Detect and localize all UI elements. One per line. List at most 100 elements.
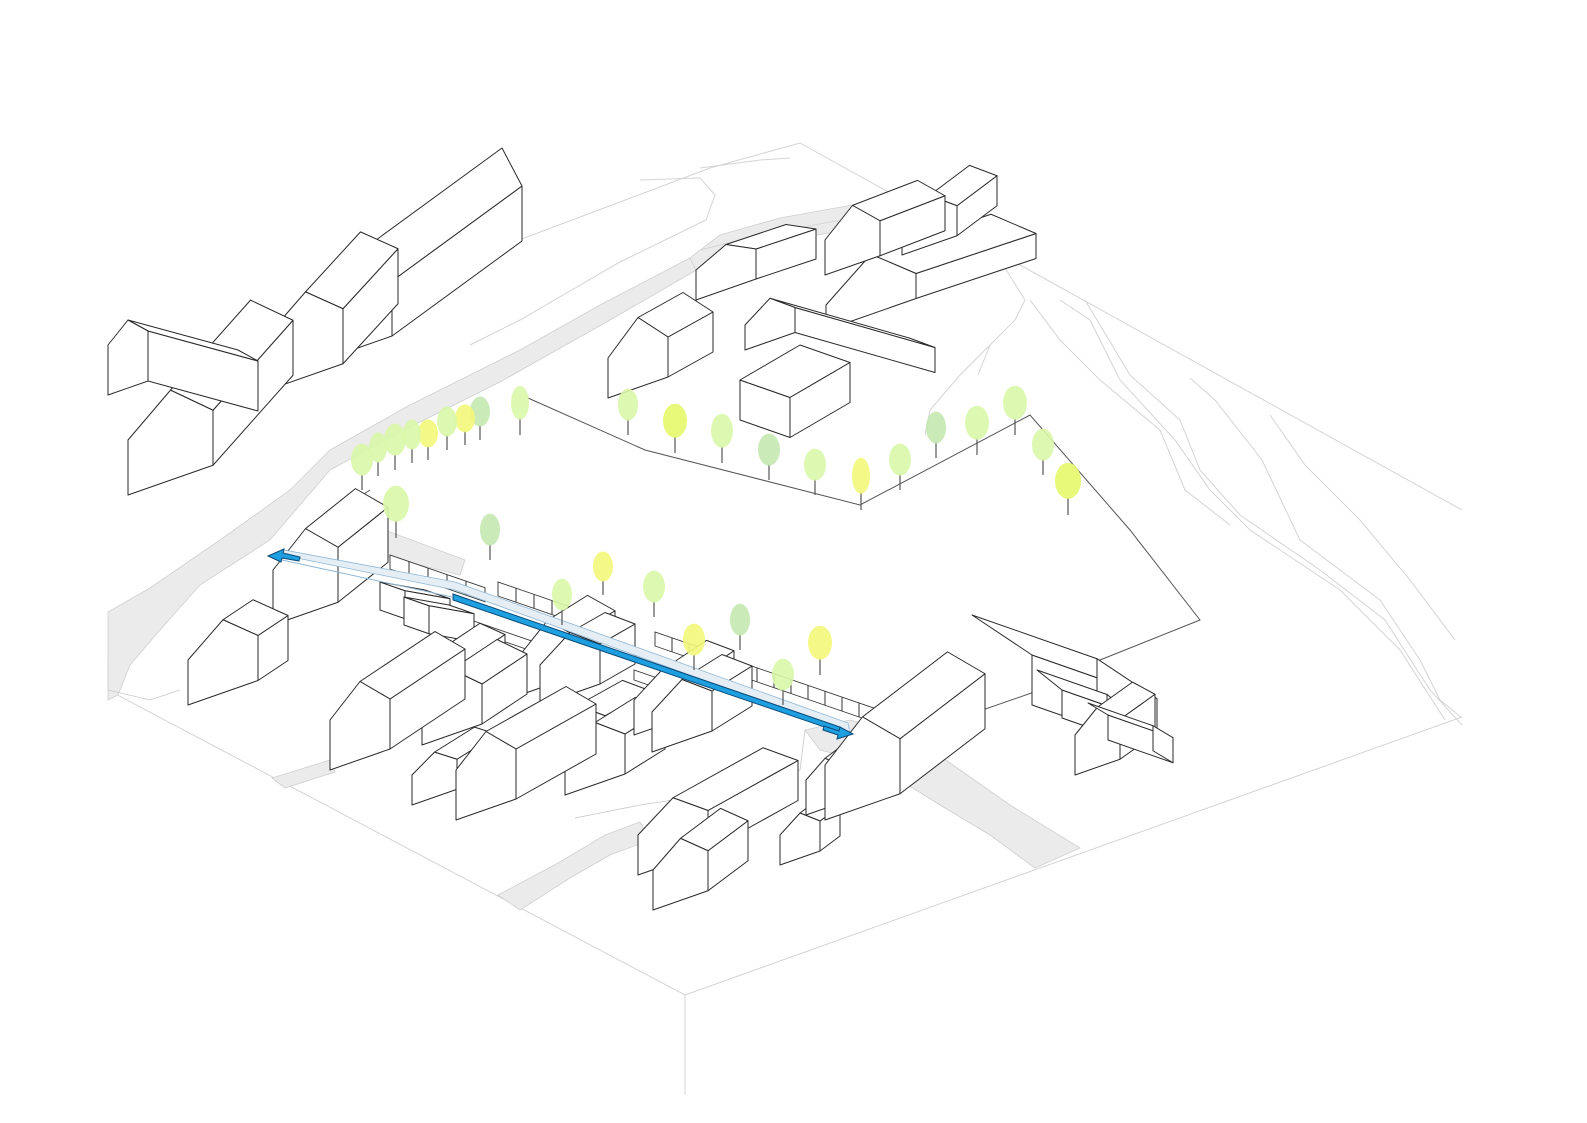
building-central-b-gable [539,632,601,706]
building-north-b-gable [695,244,757,301]
tree-icon [772,658,794,705]
tree-icon [384,423,406,470]
building-north-d-side [789,362,851,438]
building-south-west-c [455,686,597,821]
highlighted-path [266,548,855,740]
building-north-long-gable [744,297,796,351]
path-guide-line [281,559,453,598]
tree-icon [369,432,387,476]
tree-icon [852,457,870,510]
tree-icon [711,413,733,463]
tree-icon [683,623,705,670]
tree-crown [403,419,421,450]
building-north-f-gable [824,204,881,276]
tree-icon [511,385,529,435]
building-west-inner-a-gable [272,528,339,626]
arrow-left-icon [266,548,301,563]
tree-crown [1055,462,1081,499]
tree-crown [889,443,911,476]
tree-icon [808,625,832,675]
building-north-c-gable [825,253,917,331]
tree-crown [772,658,794,691]
tree-crown [383,485,409,522]
tree-crown [711,413,733,448]
tree-crown [643,570,665,603]
building-masses [107,147,1174,911]
tree-layer [351,385,1081,705]
building-south-b [652,807,749,911]
road-west-inner [271,759,336,789]
building-south-e-gable [824,716,901,821]
road-south [497,821,651,911]
tree-crown [618,388,638,421]
building-south-west-b-gable [411,751,458,806]
building-west-edge-gable [107,319,149,396]
tree-crown [418,419,438,448]
building-south-west-a [329,631,466,771]
tree-crown [511,385,529,420]
building-north-f [824,179,946,276]
building-south-west-a-gable [329,681,391,771]
building-north-d [739,344,851,438]
tree-crown [730,603,750,636]
tree-crown [852,457,870,494]
tree-crown [437,406,457,437]
tree-crown [1003,385,1027,420]
building-west-large-gable [127,389,214,496]
building-north-b [695,224,817,301]
tree-icon [804,448,826,495]
building-central-h-gable [651,679,713,753]
tree-crown [384,423,406,456]
tree-icon [470,396,490,440]
tree-crown [808,625,832,660]
tree-icon [1032,428,1054,475]
tree-icon [351,443,373,490]
tree-crown [455,404,475,433]
building-north-c [825,213,1037,331]
building-north-a [607,292,714,399]
building-west-edge [107,319,259,412]
building-east-d-side [1152,725,1174,764]
tree-icon [663,403,687,453]
tree-icon [418,419,438,460]
tree-icon [965,405,989,455]
tree-icon [593,551,613,595]
tree-crown [683,623,705,656]
tree-crown [1032,428,1054,461]
building-north-long [744,297,936,373]
tree-icon [455,404,475,445]
tree-crown [470,396,490,427]
tree-crown [351,443,373,476]
building-east-d [1087,702,1174,764]
tree-icon [926,411,946,458]
tree-crown [552,578,572,611]
building-south-e [824,651,986,821]
building-annex-b [403,596,475,643]
tree-crown [965,405,989,440]
tree-crown [663,403,687,438]
tree-icon [618,388,638,435]
building-west-inner-b [187,599,289,706]
tree-crown [804,448,826,481]
tree-icon [383,485,409,538]
tree-crown [758,433,780,466]
tree-crown [593,551,613,582]
tree-icon [1055,462,1081,515]
tree-crown [926,411,946,444]
building-west-inner-b-gable [187,619,259,706]
tree-icon [1003,385,1027,435]
building-south-c-gable [779,812,821,866]
building-south-b-gable [652,837,709,911]
arrow-right-icon [822,725,855,740]
tree-icon [552,578,572,625]
tree-icon [643,570,665,617]
tree-icon [480,513,500,560]
tree-icon [758,433,780,480]
building-north-a-gable [607,317,669,399]
tree-crown [480,513,500,546]
tree-icon [889,443,911,490]
tree-crown [369,432,387,463]
tree-icon [437,406,457,450]
